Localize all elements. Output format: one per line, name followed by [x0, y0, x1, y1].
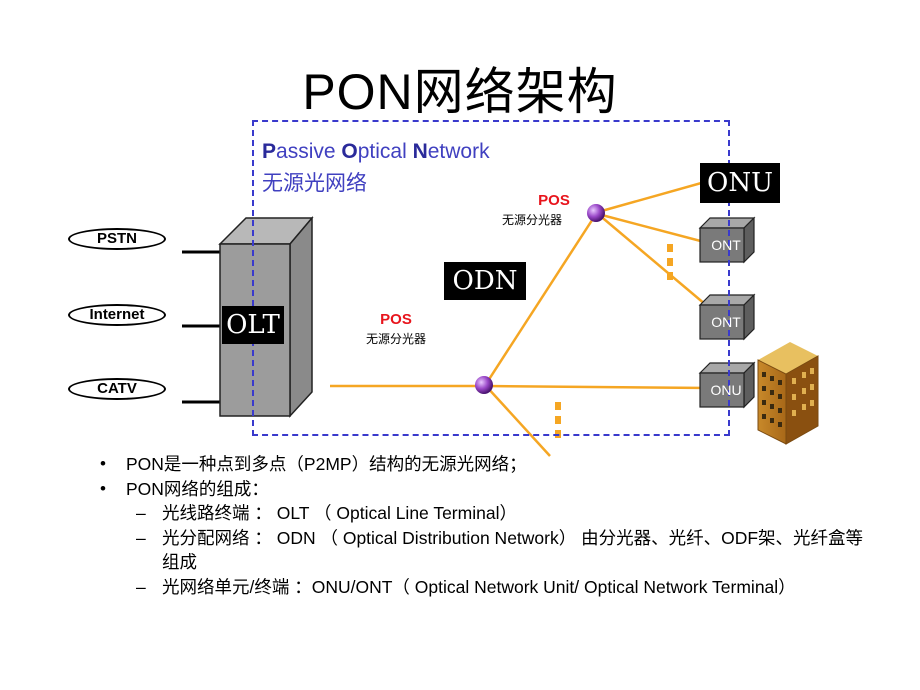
splitter-mid [475, 376, 493, 394]
odn-label: ODN [444, 262, 526, 300]
splitter-top-title: POS [538, 192, 570, 209]
service-pstn: PSTN [68, 228, 166, 250]
fiber-pos-to-ont2 [597, 213, 713, 311]
fiber-pos-to-pos [484, 213, 598, 385]
sub-bullet-item: 光线路终端 ： OLT （ Optical Line Terminal） [100, 501, 880, 526]
bullet-item: PON网络的组成： [100, 477, 880, 502]
splitter-mid-subtitle: 无源分光器 [365, 332, 426, 346]
device-label-ont-2: ONT [711, 314, 741, 330]
fiber-pos-down [485, 385, 551, 457]
bullet-item: PON是一种点到多点（P2MP）结构的无源光网络； [100, 452, 880, 477]
fiber-pos-to-ont1 [597, 212, 713, 246]
pon-boundary-box [252, 120, 730, 436]
pon-label-chinese: 无源光网络 [262, 172, 367, 195]
bullet-list: PON是一种点到多点（P2MP）结构的无源光网络； PON网络的组成： 光线路终… [100, 452, 880, 599]
splitter-top [587, 204, 605, 222]
page-title: PON网络架构 [302, 64, 618, 120]
splitter-top-subtitle: 无源分光器 [501, 213, 562, 227]
device-label-ont-1: ONT [711, 237, 741, 253]
olt-label: OLT [222, 306, 284, 344]
device-label-onu-3: ONU [710, 382, 742, 398]
service-internet: Internet [68, 304, 166, 326]
building-illustration [757, 342, 819, 445]
onu-label: ONU [700, 163, 780, 203]
device-cube-ont2 [698, 293, 756, 341]
device-cube-onu3 [698, 361, 756, 409]
service-catv: CATV [68, 378, 166, 400]
fiber-pos-to-onu [597, 178, 713, 214]
sub-bullet-item: 光网络单元/终端 ：ONU/ONT（ Optical Network Unit/… [100, 575, 880, 600]
sub-bullet-item: 光分配网络 ： ODN （ Optical Distribution Netwo… [100, 526, 880, 575]
splitter-mid-title: POS [380, 311, 412, 328]
pon-label-english: Passive Optical Network [262, 140, 490, 163]
fiber-pos-to-onu3 [485, 384, 711, 390]
fiber-lines [330, 178, 713, 457]
service-links [182, 250, 220, 404]
